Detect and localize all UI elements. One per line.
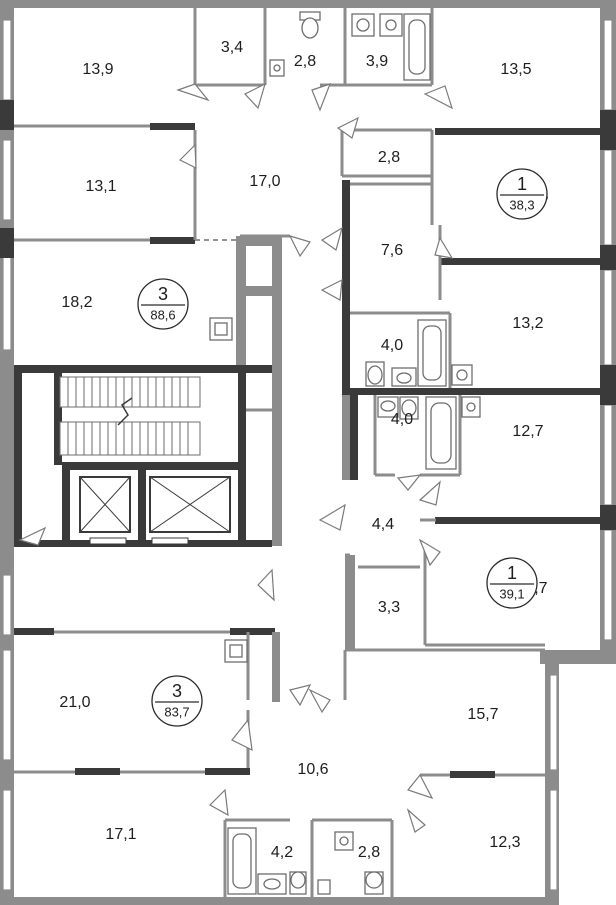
room-area-label: 21,0: [59, 694, 90, 711]
room-area-label: 3,4: [221, 39, 243, 56]
fixtures: [209, 11, 481, 895]
apartment-total-area: 88,6: [150, 307, 175, 322]
room-area-label: 7,6: [381, 242, 403, 259]
apartment-badge-circle: [496, 168, 548, 220]
room-area-label: 17,0: [249, 173, 280, 190]
apartment-room-count: 1: [517, 174, 527, 194]
room-area-label: 12,3: [489, 834, 520, 851]
apartment-room-count: 1: [507, 563, 517, 583]
apartment-total-area: 38,3: [509, 197, 534, 212]
room-area-label: 4,0: [391, 411, 413, 428]
room-area-label: 13,1: [85, 178, 116, 195]
apartment-badge: 138,3: [496, 168, 548, 220]
room-area-label: 2,8: [378, 149, 400, 166]
room-area-label: 3,3: [378, 599, 400, 616]
room-area-label: 4,2: [271, 844, 293, 861]
apartment-total-area: 39,1: [499, 586, 524, 601]
room-area-label: 15,7: [467, 706, 498, 723]
room-area-label: 10,6: [297, 761, 328, 778]
room-labels: 13,93,42,83,913,513,117,02,813,57,618,21…: [59, 39, 548, 861]
room-area-label: 18,2: [61, 294, 92, 311]
staircase: [59, 376, 201, 456]
apartment-badge-circle: [151, 675, 203, 727]
interior-walls: [14, 8, 600, 897]
room-area-label: 3,9: [366, 53, 388, 70]
room-area-label: 13,9: [82, 61, 113, 78]
room-area-label: 13,2: [512, 315, 543, 332]
apartment-badge: 139,1: [486, 557, 538, 609]
room-area-label: 4,0: [381, 337, 403, 354]
apartment-badge-circle: [137, 278, 189, 330]
apartment-badge: 388,6: [137, 278, 189, 330]
room-area-label: 4,4: [372, 516, 394, 533]
apartment-room-count: 3: [158, 284, 168, 304]
apartment-badge: 383,7: [151, 675, 203, 727]
room-area-label: 2,8: [294, 53, 316, 70]
apartment-total-area: 83,7: [164, 704, 189, 719]
doors: [18, 82, 454, 833]
room-area-label: 13,5: [500, 61, 531, 78]
room-area-label: 17,1: [105, 826, 136, 843]
room-area-label: 2,8: [358, 844, 380, 861]
apartment-badge-circle: [486, 557, 538, 609]
apartment-room-count: 3: [172, 681, 182, 701]
room-area-label: 12,7: [512, 423, 543, 440]
